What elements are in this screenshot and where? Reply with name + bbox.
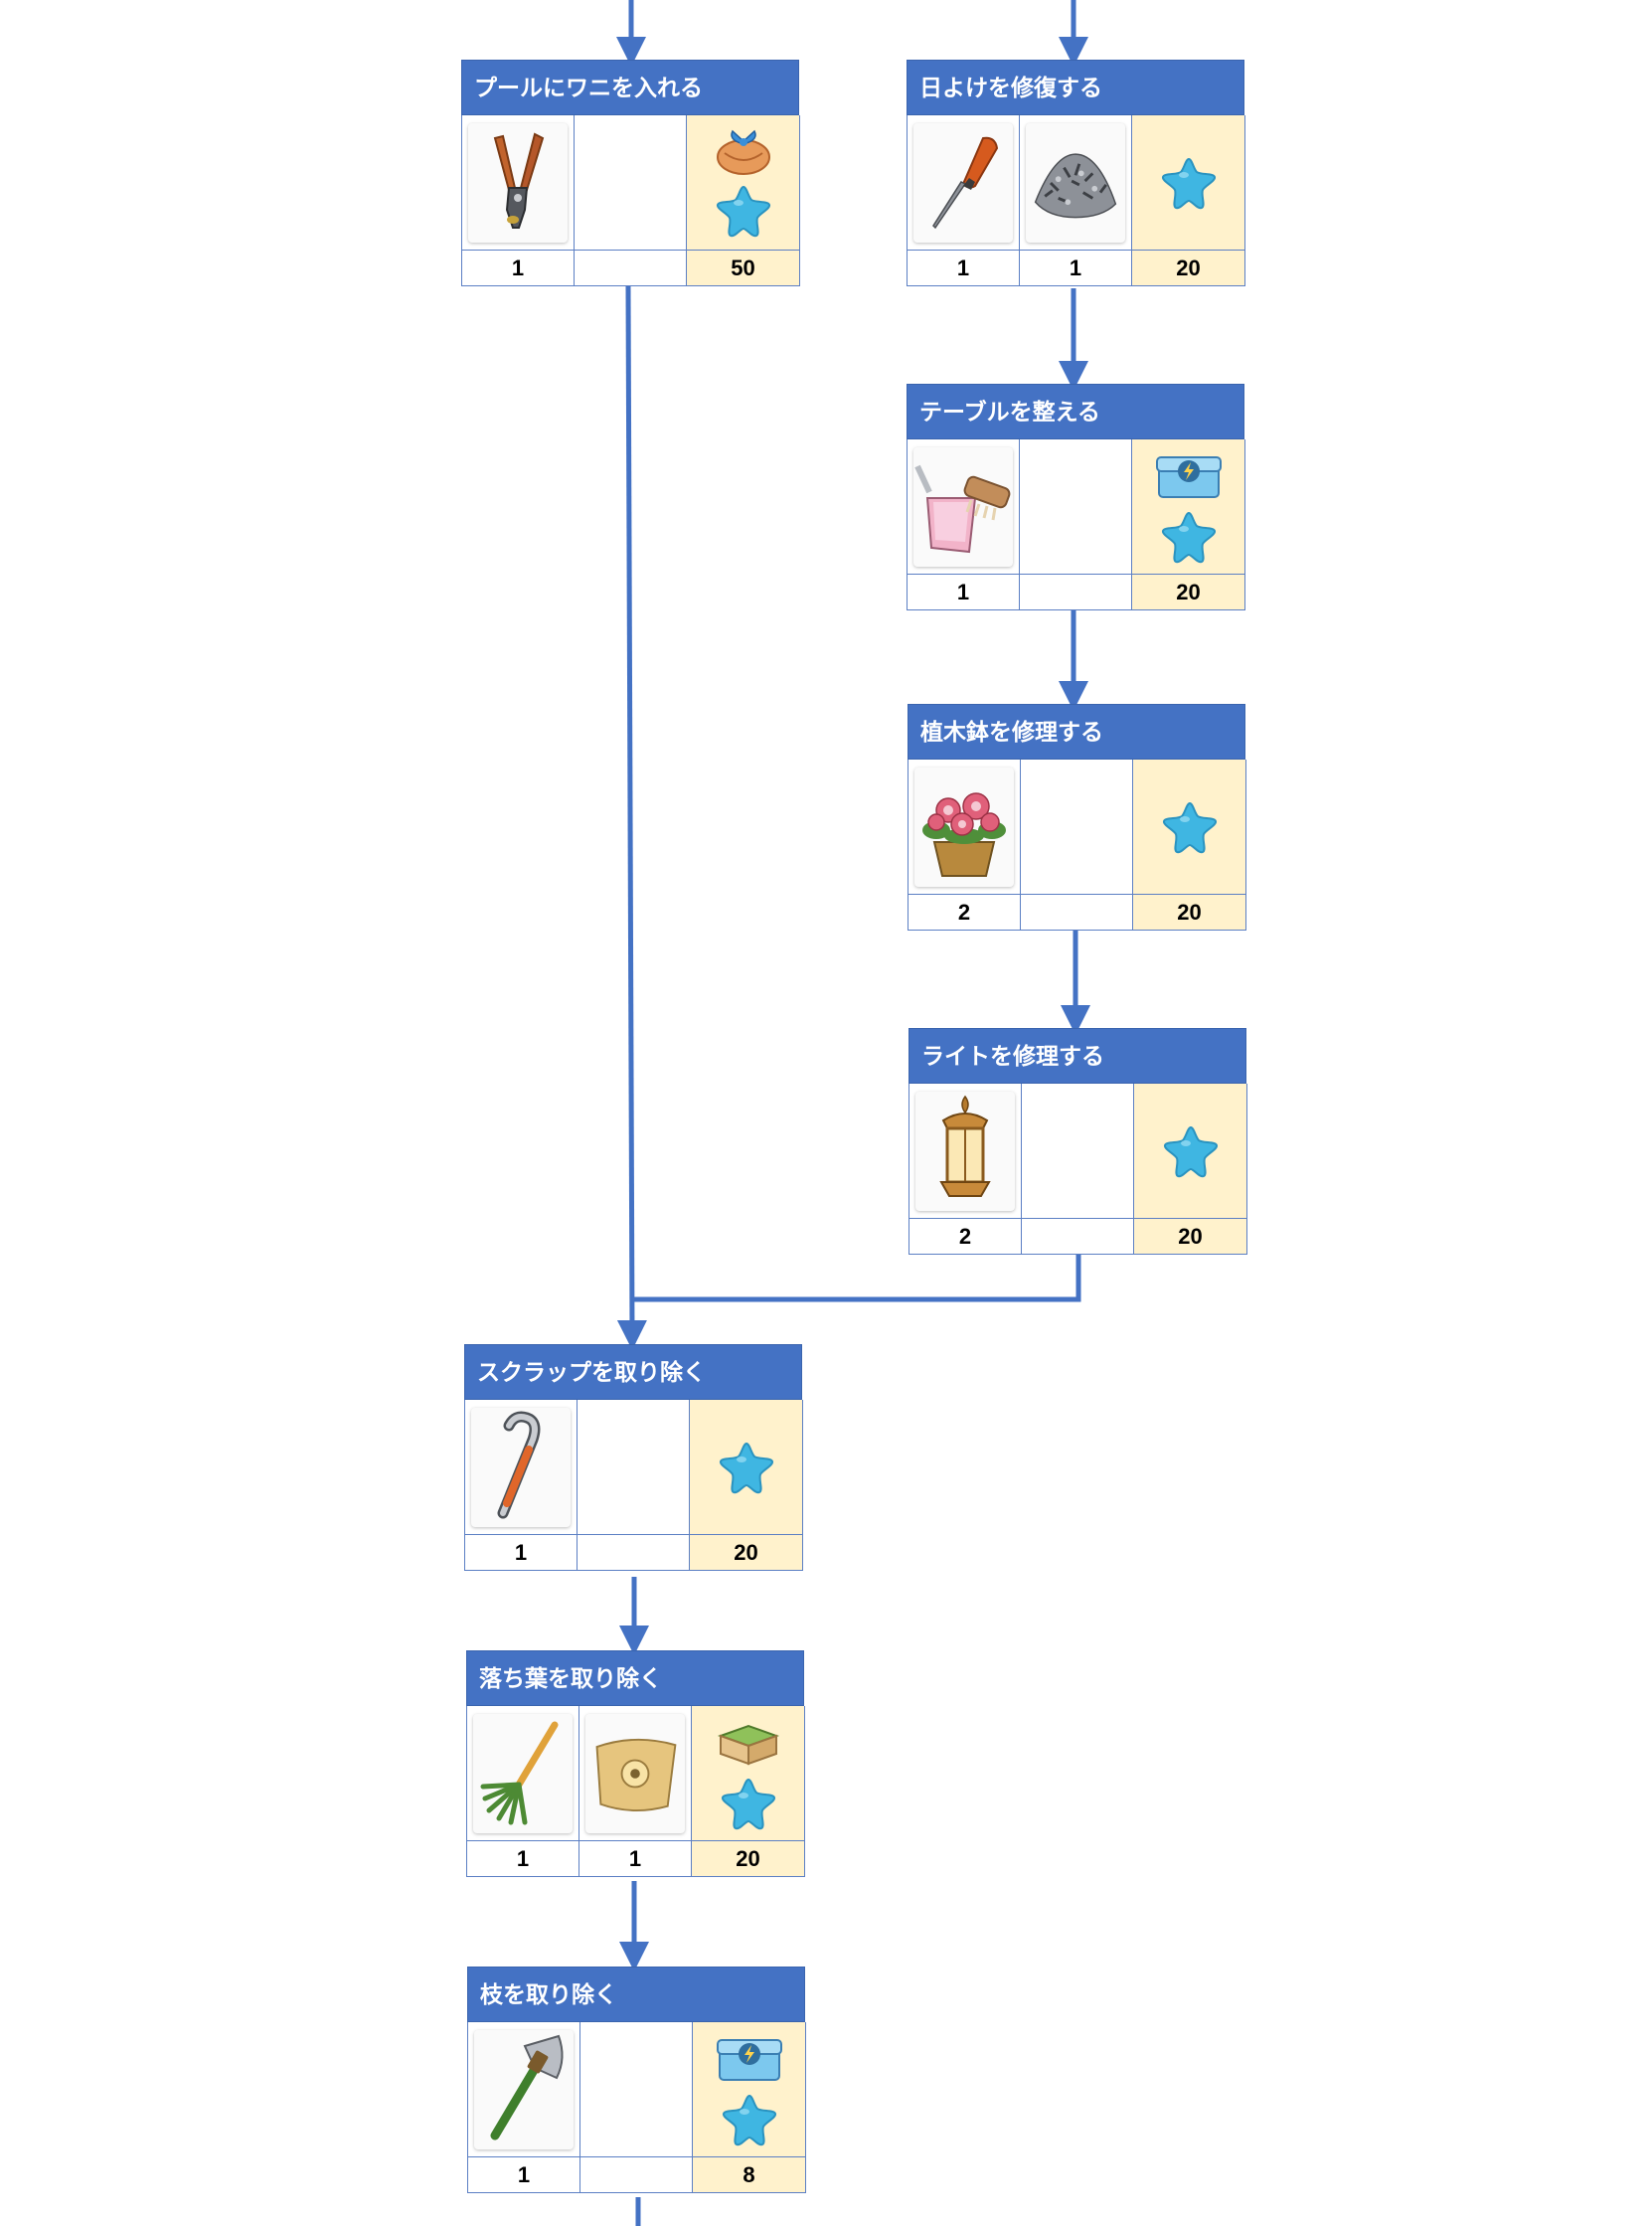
item-quantity — [575, 251, 687, 286]
arrow-pool-to-scrap — [616, 285, 647, 1350]
item-quantity: 1 — [465, 1535, 578, 1571]
item-cell — [580, 2022, 693, 2157]
star-icon — [714, 183, 773, 239]
item-cell — [909, 760, 1021, 895]
item-cell — [1020, 439, 1132, 575]
item-quantity: 1 — [579, 1841, 692, 1877]
flower-pot-icon — [914, 767, 1014, 887]
task-grid: 1 20 — [464, 1400, 803, 1571]
star-icon — [719, 1776, 778, 1831]
fertilizer-bag-icon — [585, 1713, 685, 1833]
item-cell — [462, 115, 575, 251]
screws-pile-icon — [1026, 122, 1125, 243]
item-cell — [579, 1706, 692, 1841]
reward-cell — [687, 115, 800, 251]
task-title: ライトを修理する — [909, 1028, 1246, 1084]
pliers-icon — [468, 122, 568, 243]
task-grid: 1 50 — [461, 115, 800, 286]
lantern-icon — [915, 1091, 1015, 1211]
item-cell — [909, 1084, 1022, 1219]
reward-cell — [1132, 115, 1245, 251]
dustpan-brush-icon — [913, 446, 1013, 567]
item-cell — [1022, 1084, 1134, 1219]
star-icon — [1159, 509, 1219, 565]
item-cell — [908, 439, 1020, 575]
hatchet-icon — [474, 2029, 574, 2149]
reward-cell — [1132, 439, 1245, 575]
rake-icon — [473, 1713, 573, 1833]
task-title: 落ち葉を取り除く — [466, 1650, 804, 1706]
task-card: テーブルを整える 1 20 — [907, 384, 1245, 610]
task-card: 植木鉢を修理する 2 20 — [908, 704, 1246, 931]
screwdriver-icon — [913, 122, 1013, 243]
task-card: スクラップを取り除く 1 20 — [464, 1344, 803, 1571]
item-quantity: 1 — [1020, 251, 1132, 286]
reward-cell — [1134, 1084, 1247, 1219]
task-card: ライトを修理する 2 20 — [909, 1028, 1247, 1255]
star-icon — [1161, 1123, 1221, 1179]
item-quantity: 1 — [467, 1841, 579, 1877]
star-icon — [720, 2092, 779, 2147]
task-title: 日よけを修復する — [907, 60, 1244, 115]
gift-pouch-icon — [711, 127, 776, 177]
reward-cell — [692, 1706, 805, 1841]
grass-box-icon — [713, 1716, 784, 1770]
crowbar-icon — [471, 1407, 571, 1527]
item-cell — [1020, 115, 1132, 251]
reward-value: 20 — [1133, 895, 1246, 931]
item-cell — [575, 115, 687, 251]
energy-chest-icon — [1153, 449, 1225, 503]
task-grid: 1 20 — [907, 439, 1245, 610]
reward-value: 20 — [1132, 251, 1245, 286]
task-card: プールにワニを入れる 1 50 — [461, 60, 800, 286]
reward-value: 8 — [693, 2157, 806, 2193]
item-quantity — [1022, 1219, 1134, 1255]
reward-value: 20 — [690, 1535, 803, 1571]
reward-value: 50 — [687, 251, 800, 286]
task-title: テーブルを整える — [907, 384, 1244, 439]
item-quantity — [580, 2157, 693, 2193]
star-icon — [1159, 155, 1219, 211]
item-cell — [578, 1400, 690, 1535]
energy-chest-icon — [714, 2032, 785, 2086]
task-title: プールにワニを入れる — [461, 60, 799, 115]
connector-light-to-merge — [631, 1253, 1081, 1302]
item-cell — [468, 2022, 580, 2157]
item-quantity — [578, 1535, 690, 1571]
item-quantity: 1 — [468, 2157, 580, 2193]
star-icon — [1160, 799, 1220, 855]
task-grid: 2 20 — [908, 760, 1246, 931]
item-cell — [467, 1706, 579, 1841]
task-title: 植木鉢を修理する — [908, 704, 1245, 760]
task-title: 枝を取り除く — [467, 1967, 805, 2022]
task-title: スクラップを取り除く — [464, 1344, 802, 1400]
item-quantity: 1 — [908, 575, 1020, 610]
item-cell — [1021, 760, 1133, 895]
item-cell — [908, 115, 1020, 251]
star-icon — [717, 1440, 776, 1495]
reward-cell — [690, 1400, 803, 1535]
reward-cell — [1133, 760, 1246, 895]
item-quantity: 2 — [909, 1219, 1022, 1255]
item-quantity — [1020, 575, 1132, 610]
item-quantity — [1021, 895, 1133, 931]
reward-value: 20 — [1132, 575, 1245, 610]
reward-value: 20 — [692, 1841, 805, 1877]
reward-cell — [693, 2022, 806, 2157]
reward-value: 20 — [1134, 1219, 1247, 1255]
item-quantity: 1 — [462, 251, 575, 286]
item-cell — [465, 1400, 578, 1535]
item-quantity: 2 — [909, 895, 1021, 931]
task-grid: 2 20 — [909, 1084, 1247, 1255]
item-quantity: 1 — [908, 251, 1020, 286]
